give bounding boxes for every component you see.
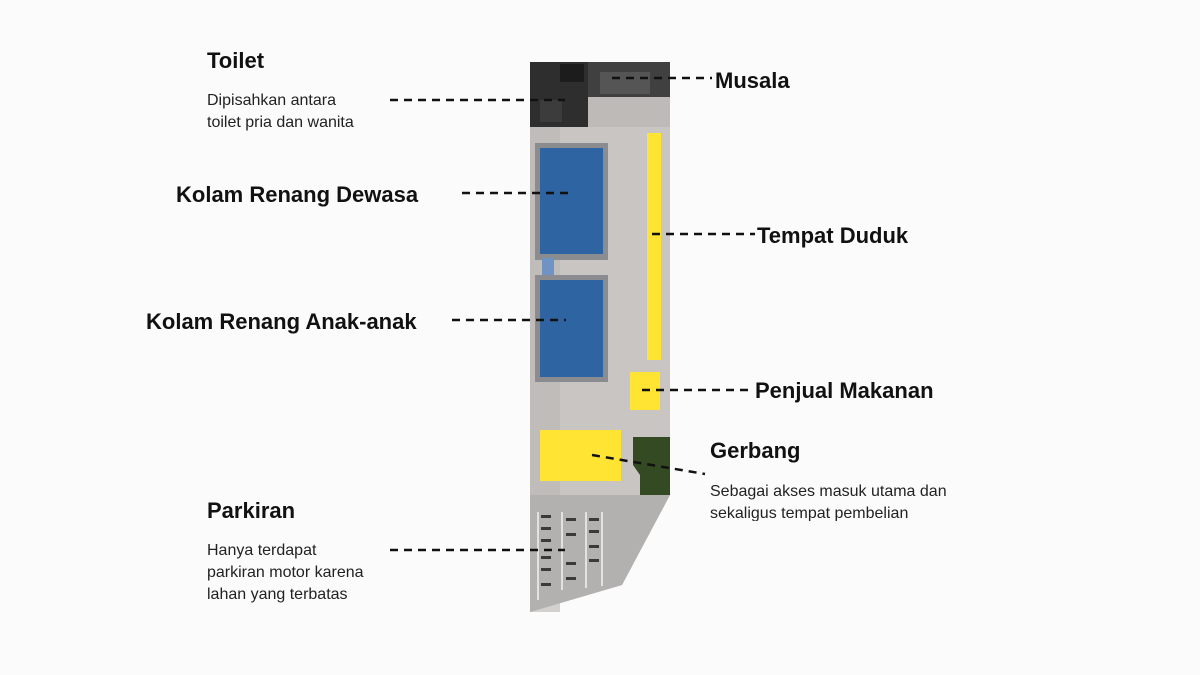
musala-terrace <box>588 97 670 127</box>
seating-area <box>647 133 661 360</box>
toilet-desc: Dipisahkan antara toilet pria dan wanita <box>207 92 354 131</box>
musala-title: Musala <box>715 68 790 93</box>
kids-pool <box>540 280 603 377</box>
tempat-duduk-title: Tempat Duduk <box>757 223 909 248</box>
parked-motorcycles <box>541 515 599 586</box>
parking-lot <box>530 495 670 612</box>
gerbang-desc: Sebagai akses masuk utama dan sekaligus … <box>710 483 947 521</box>
penjual-makanan-title: Penjual Makanan <box>755 378 934 403</box>
gate-ticket-area <box>540 430 621 481</box>
leader-lines <box>390 76 755 552</box>
parkiran-desc: Hanya terdapat parkiran motor karena lah… <box>207 542 364 603</box>
leader-gerbang <box>591 453 706 476</box>
toilet-roof-detail <box>560 64 584 82</box>
musala-roof-detail <box>600 72 650 94</box>
toilet-title: Toilet <box>207 48 265 73</box>
kolam-anak-title: Kolam Renang Anak-anak <box>146 309 417 334</box>
adult-pool <box>540 148 603 254</box>
gerbang-title: Gerbang <box>710 438 801 463</box>
pool-connector <box>542 258 554 278</box>
toilet-roof-detail-2 <box>540 100 562 122</box>
parkiran-title: Parkiran <box>207 498 296 523</box>
kolam-dewasa-title: Kolam Renang Dewasa <box>176 182 419 207</box>
